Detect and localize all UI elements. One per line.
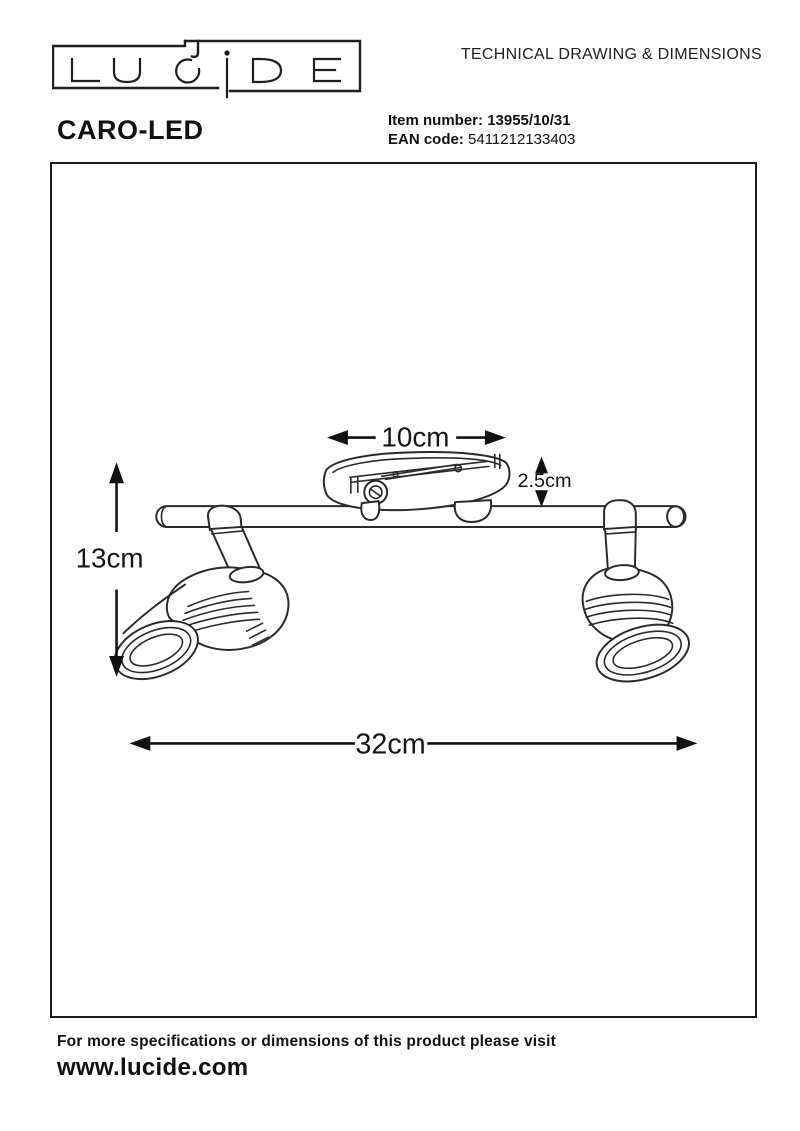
left-spot-stem [206,504,261,580]
left-spotlight [113,565,290,681]
item-number-row: Item number: 13955/10/31 [388,111,575,130]
mounting-canopy [322,451,511,523]
right-spotlight [581,564,690,683]
lucide-logo [52,39,362,99]
logo-i-dot [224,50,230,56]
item-number-label: Item number: [388,112,484,129]
canopy-foot-right [453,499,493,523]
ean-row: EAN code: 5411212133403 [388,130,575,149]
dimension-label-2-5cm: 2.5cm [517,470,571,492]
logo-letters [70,57,342,99]
logo-border [183,39,362,93]
document-title: TECHNICAL DRAWING & DIMENSIONS [460,46,762,63]
dimension-canopy-height: 2.5cm [517,456,572,508]
item-number-value: 13955/10/31 [487,112,571,129]
logo-border [52,39,220,90]
dimension-fixture-height: 13cm [76,462,144,677]
dimension-fixture-width: 32cm [129,728,698,760]
footer-website: www.lucide.com [57,1054,249,1081]
footer: For more specifications or dimensions of… [57,1033,556,1082]
track-bar [155,505,687,528]
product-name: CARO-LED [57,115,204,145]
right-spot-lens [595,623,690,683]
technical-drawing: 10cm 2.5cm 13cm 32cm [76,422,698,760]
product-identifiers: Item number: 13955/10/31 EAN code: 54112… [388,111,575,149]
dimension-label-13cm: 13cm [76,543,144,574]
logo-c-hook [190,39,200,59]
dimension-canopy-width: 10cm [327,422,506,453]
left-spot-joint [228,565,265,584]
ean-value: 5411212133403 [468,131,576,148]
right-spot-rings [584,593,674,627]
right-spot-stem [603,499,637,573]
canopy-foot-left [360,500,381,521]
right-spot-joint [604,564,640,582]
footer-note: For more specifications or dimensions of… [57,1033,556,1050]
dimension-label-10cm: 10cm [381,422,449,453]
ean-label: EAN code: [388,131,464,148]
dimension-label-32cm: 32cm [355,728,425,760]
technical-drawing-frame: 10cm 2.5cm 13cm 32cm [50,162,757,1018]
